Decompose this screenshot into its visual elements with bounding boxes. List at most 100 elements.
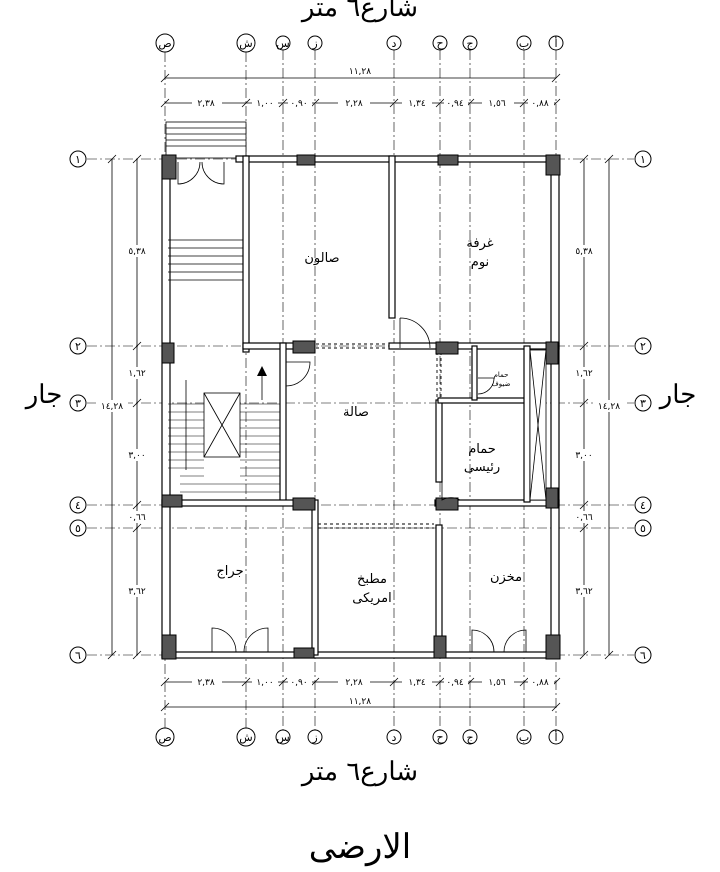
column <box>435 497 459 511</box>
column <box>435 341 459 355</box>
grid-column-label: ح <box>436 731 444 744</box>
street-bottom-label: شارع٦ متر <box>300 757 418 787</box>
grid-column-label: أ <box>554 730 557 744</box>
grid-column-label: د <box>392 37 397 50</box>
dim-segment: ٠,٦٦ <box>128 513 146 523</box>
column <box>161 494 183 508</box>
grid-column-label: ج <box>466 37 474 50</box>
grid-bubble <box>634 646 652 664</box>
column <box>545 634 561 660</box>
dim-segment: ٢,٢٨ <box>345 678 363 688</box>
grid-column-label: ب <box>519 37 529 50</box>
grid-columns-bottom: ص ش س ز د ح ج ب أ <box>155 727 564 747</box>
dim-segment: ١,٥٦ <box>488 99 506 109</box>
grid-bubble <box>69 646 87 664</box>
dim-overall-left: ١٤,٢٨ <box>101 402 123 412</box>
room-label-bedroom-2: نوم <box>471 255 489 270</box>
grid-row-label: ٥ <box>75 522 81 535</box>
dim-chain-left: ٥,٣٨ ١,٦٢ ٣,٠٠ ٠,٦٦ ٣,٦٢ ١٤,٢٨ <box>96 154 150 660</box>
dim-chain-top: ١١,٢٨ ٢,٣٨ ١,٠٠ ٠,٩٠ ٢,٢٨ ١,٣٤ ٠,٩٤ ١,٥٦… <box>160 67 561 109</box>
dim-segment: ٣,٦٢ <box>575 587 593 597</box>
grid-row-label: ٤ <box>75 499 81 512</box>
grid-bubble <box>69 496 87 514</box>
shaft <box>529 349 547 501</box>
grid-column-label: ص <box>158 731 171 744</box>
dim-segment: ٢,٣٨ <box>197 678 215 688</box>
grid-column-label: ب <box>519 731 529 744</box>
column <box>545 154 561 176</box>
dim-segment: ٢,٣٨ <box>197 99 215 109</box>
column <box>545 487 559 509</box>
neighbor-left-label: جار <box>24 380 63 410</box>
room-label-guest-bath-2: ضيوف <box>492 380 511 388</box>
grid-row-label: ٢ <box>640 340 646 353</box>
grid-row-label: ٥ <box>640 522 646 535</box>
grid-bubble <box>69 337 87 355</box>
dim-segment: ٠,٨٨ <box>531 99 549 109</box>
dim-segment: ١,٥٦ <box>488 678 506 688</box>
column <box>161 634 177 660</box>
room-label-storage: مخزن <box>490 570 522 585</box>
room-label-kitchen: مطبخ <box>357 572 387 587</box>
dim-segment: ٣,٠٠ <box>575 451 592 461</box>
column <box>296 154 316 166</box>
grid-rows-left: ١ ٢ ٣ ٤ ٥ ٦ <box>69 150 87 664</box>
entrance-canopy <box>165 121 247 159</box>
dim-segment: ٠,٩٠ <box>290 678 307 688</box>
neighbor-right-label: جار <box>658 380 697 410</box>
grid-column-label: س <box>276 37 289 50</box>
room-label-garage: جراج <box>216 564 243 579</box>
grid-column-label: ش <box>239 37 252 50</box>
street-top-label: شارع٦ متر <box>300 0 418 23</box>
plan-title: الارضى <box>309 827 411 867</box>
column <box>161 342 175 364</box>
dim-segment: ٣,٠٠ <box>128 451 145 461</box>
dim-segment: ١,٠٠ <box>256 678 273 688</box>
dim-segment: ٠,٩٤ <box>446 99 464 109</box>
grid-columns-top: ص ش س ز د ح ج ب أ <box>155 33 564 53</box>
grid-bubble <box>634 337 652 355</box>
column <box>433 635 447 659</box>
room-label-main-bath-2: رئيسى <box>464 460 500 475</box>
grid-row-label: ١ <box>75 153 81 166</box>
grid-bubble <box>69 150 87 168</box>
room-label-guest-bath: حمام <box>494 371 509 379</box>
grid-bubble <box>634 496 652 514</box>
grid-rows-right: ١ ٢ ٣ ٤ ٥ ٦ <box>634 150 652 664</box>
room-label-bedroom: غرفة <box>466 236 493 251</box>
column <box>292 340 316 354</box>
grid-bubble <box>634 150 652 168</box>
dim-segment: ١,٣٤ <box>408 99 426 109</box>
room-label-hall: صالة <box>343 405 369 420</box>
grid-row-label: ١ <box>640 153 646 166</box>
column <box>293 647 315 659</box>
dim-segment: ٥,٣٨ <box>575 247 593 257</box>
grid-column-label: ش <box>239 731 252 744</box>
grid-column-label: د <box>392 731 397 744</box>
dim-segment: ٠,٩٠ <box>290 99 307 109</box>
grid-column-label: ز <box>311 37 317 50</box>
doors <box>177 161 527 653</box>
dim-chain-bottom: ١١,٢٨ ٢,٣٨ ١,٠٠ ٠,٩٠ ٢,٢٨ ١,٣٤ ٠,٩٤ ١,٥٦… <box>160 676 561 712</box>
dim-overall-right: ١٤,٢٨ <box>598 402 620 412</box>
stair-up-arrow-icon <box>257 366 267 376</box>
grid-row-label: ٢ <box>75 340 81 353</box>
dim-overall-top: ١١,٢٨ <box>349 67 371 77</box>
dim-segment: ٣,٦٢ <box>128 587 146 597</box>
grid-column-label: ص <box>158 37 171 50</box>
dim-segment: ٥,٣٨ <box>128 247 146 257</box>
dim-segment: ٠,٩٤ <box>446 678 464 688</box>
grid-row-label: ٦ <box>75 649 81 662</box>
dim-overall-bottom: ١١,٢٨ <box>349 697 371 707</box>
interior-walls <box>161 155 560 656</box>
dim-segment: ١,٦٢ <box>575 369 593 379</box>
grid-row-label: ٣ <box>640 397 646 410</box>
grid-row-label: ٤ <box>640 499 646 512</box>
grid-column-label: ج <box>466 731 474 744</box>
grid-column-label: س <box>276 731 289 744</box>
dim-segment: ٠,٨٨ <box>531 678 549 688</box>
dim-segment: ٢,٢٨ <box>345 99 363 109</box>
column <box>292 497 316 511</box>
grid-row-label: ٦ <box>640 649 646 662</box>
